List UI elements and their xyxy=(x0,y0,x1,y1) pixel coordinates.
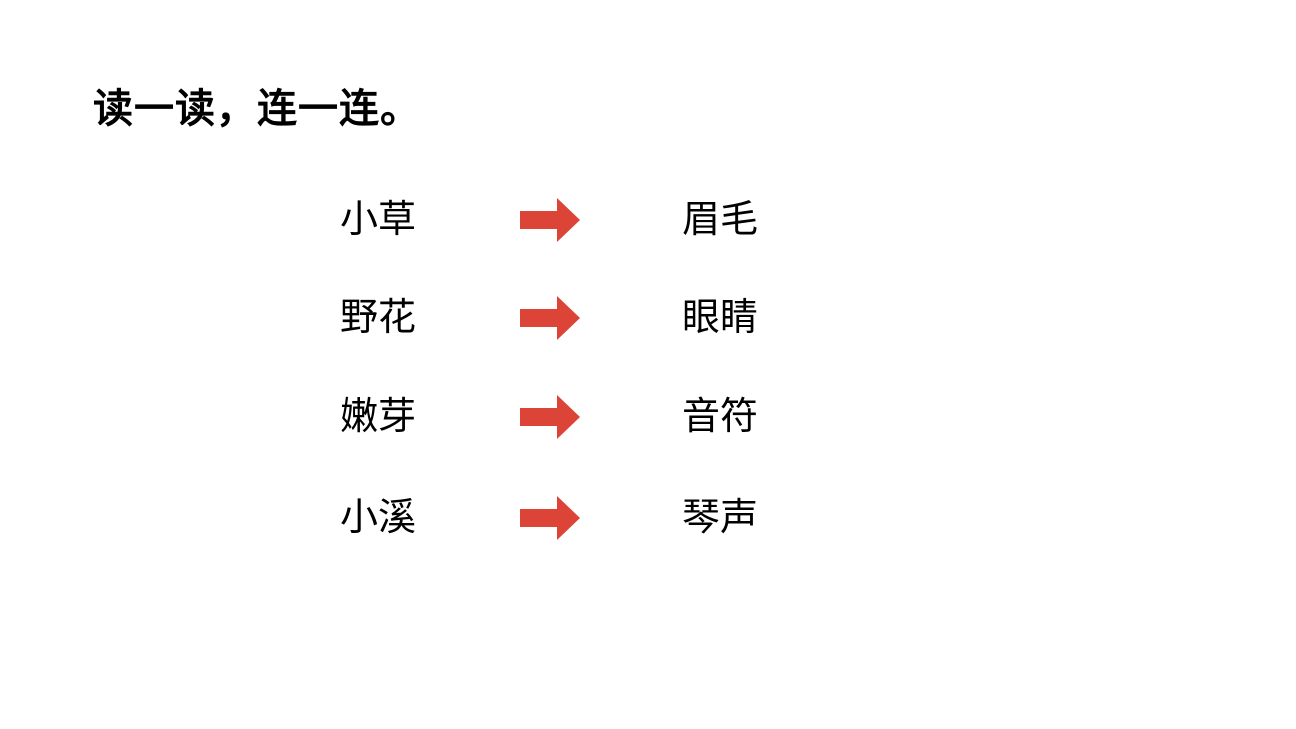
right-block-arrow-icon xyxy=(520,395,580,439)
match-left-word: 小溪 xyxy=(340,497,417,539)
match-right-word: 音符 xyxy=(682,396,759,438)
right-block-arrow-icon xyxy=(520,496,580,540)
slide-title: 读一读，连一连。 xyxy=(93,87,421,131)
match-row: 野花 眼睛 xyxy=(340,295,900,341)
match-row: 小溪 琴声 xyxy=(340,495,900,541)
match-right-word: 眼睛 xyxy=(682,297,759,339)
right-block-arrow-icon xyxy=(520,296,580,340)
match-right-word: 琴声 xyxy=(682,497,759,539)
match-left-word: 嫩芽 xyxy=(340,396,417,438)
match-left-word: 野花 xyxy=(340,297,417,339)
match-left-word: 小草 xyxy=(340,199,417,241)
match-row: 嫩芽 音符 xyxy=(340,394,900,440)
match-right-word: 眉毛 xyxy=(682,199,759,241)
right-block-arrow-icon xyxy=(520,198,580,242)
match-row: 小草 眉毛 xyxy=(340,197,900,243)
